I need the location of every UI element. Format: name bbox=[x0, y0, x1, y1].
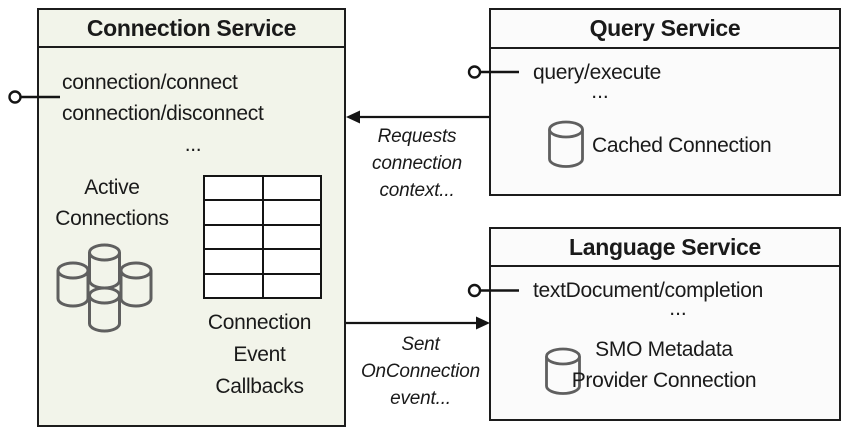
active-connections-label: Active Connections bbox=[37, 172, 187, 234]
onconnection-arrow-label: Sent OnConnection event... bbox=[343, 331, 498, 412]
method-query-execute: query/execute bbox=[533, 61, 662, 84]
table-cell bbox=[205, 177, 262, 200]
table-cell bbox=[205, 225, 262, 249]
table-cell bbox=[205, 201, 262, 224]
callbacks-line3: Callbacks bbox=[215, 375, 304, 398]
methods-ellipsis: ... bbox=[184, 133, 202, 156]
connection-service-title: Connection Service bbox=[39, 10, 344, 48]
method-textdocument-completion: textDocument/completion bbox=[533, 279, 764, 302]
language-methods-ellipsis: ... bbox=[669, 297, 687, 320]
table-cell bbox=[263, 225, 320, 249]
callbacks-line1: Connection bbox=[207, 311, 312, 334]
onconnection-label-line1: Sent bbox=[401, 334, 440, 355]
requests-label-line2: connection bbox=[372, 153, 462, 174]
onconnection-arrow bbox=[346, 316, 490, 330]
language-service-title: Language Service bbox=[491, 229, 839, 267]
table-cell bbox=[263, 250, 320, 273]
requests-arrow-label: Requests connection context... bbox=[352, 123, 482, 204]
table-cell bbox=[205, 250, 262, 273]
table-cell bbox=[263, 201, 320, 224]
onconnection-label-line3: event... bbox=[390, 388, 451, 409]
smo-line1: SMO Metadata bbox=[595, 338, 733, 361]
callbacks-line2: Event bbox=[233, 343, 286, 366]
method-connection-disconnect: connection/disconnect bbox=[62, 102, 264, 125]
smo-metadata-label: SMO Metadata Provider Connection bbox=[554, 334, 774, 396]
query-methods-ellipsis: ... bbox=[591, 80, 609, 103]
onconnection-label-line2: OnConnection bbox=[360, 361, 481, 382]
table-grid-icon bbox=[203, 175, 322, 299]
database-icon bbox=[548, 120, 584, 168]
connection-service-methods: connection/connect connection/disconnect… bbox=[62, 67, 324, 160]
connection-event-callbacks-label: Connection Event Callbacks bbox=[187, 307, 332, 403]
cached-connection-label: Cached Connection bbox=[592, 134, 772, 157]
active-connections-line2: Connections bbox=[55, 207, 169, 230]
table-cell bbox=[205, 274, 262, 297]
active-connections-line1: Active bbox=[84, 176, 140, 199]
table-cell bbox=[263, 177, 320, 200]
table-cell bbox=[263, 274, 320, 297]
method-connection-connect: connection/connect bbox=[62, 71, 238, 94]
query-service-box: Query Service bbox=[489, 8, 841, 196]
requests-arrow bbox=[346, 110, 489, 124]
requests-label-line3: context... bbox=[379, 180, 455, 201]
requests-label-line1: Requests bbox=[377, 126, 457, 147]
database-icon bbox=[545, 347, 581, 395]
database-cluster-icon bbox=[56, 243, 153, 333]
smo-line2: Provider Connection bbox=[571, 369, 757, 392]
query-service-title: Query Service bbox=[491, 10, 839, 49]
